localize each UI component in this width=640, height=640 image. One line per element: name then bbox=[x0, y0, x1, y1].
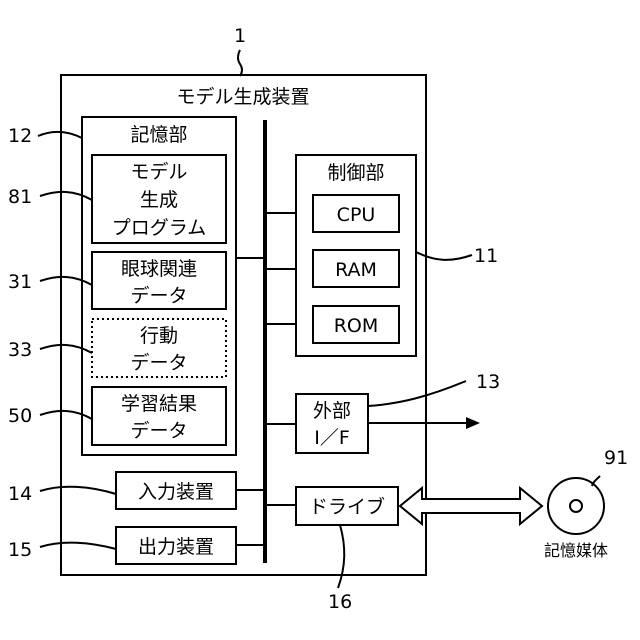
storage-medium-ref-number: 91 bbox=[604, 447, 628, 469]
rom-label: ROM bbox=[334, 315, 379, 337]
drive-medium-double-arrow bbox=[400, 488, 542, 524]
model-program-line-3: プログラム bbox=[112, 217, 206, 239]
drive-label: ドライブ bbox=[309, 495, 385, 518]
input-device-label: 入力装置 bbox=[138, 481, 214, 503]
external-if-line-1: 外部 bbox=[313, 400, 351, 422]
storage-title: 記憶部 bbox=[130, 124, 187, 146]
device-title: モデル生成装置 bbox=[176, 86, 309, 108]
eyeball-data-line-2: データ bbox=[130, 285, 187, 307]
model-program-line-1: モデル bbox=[130, 161, 187, 183]
learning-result-line-2: データ bbox=[130, 420, 187, 442]
ram-label: RAM bbox=[335, 259, 377, 281]
external-if-arrowhead bbox=[466, 417, 480, 429]
cpu-label: CPU bbox=[337, 204, 376, 226]
device-ref-number: 1 bbox=[234, 25, 246, 47]
output-device-ref-number: 15 bbox=[8, 539, 32, 561]
output-device-label: 出力装置 bbox=[138, 536, 214, 558]
behavior-data-line-2: データ bbox=[130, 352, 187, 374]
external-if-line-2: I／F bbox=[314, 427, 350, 449]
external-if-ref-number: 13 bbox=[476, 371, 500, 393]
control-ref-number: 11 bbox=[474, 245, 498, 267]
behavior-data-line-1: 行動 bbox=[140, 325, 178, 347]
eyeball-data-line-1: 眼球関連 bbox=[121, 258, 197, 280]
control-title: 制御部 bbox=[327, 162, 384, 184]
behavior-data-ref-number: 33 bbox=[8, 339, 32, 361]
storage-ref-number: 12 bbox=[8, 125, 32, 147]
storage-medium-leader bbox=[592, 476, 600, 486]
model-program-ref-number: 81 bbox=[8, 186, 32, 208]
storage-medium-label: 記憶媒体 bbox=[544, 541, 608, 560]
storage-medium-hole-icon bbox=[570, 500, 582, 512]
device-leader bbox=[238, 50, 242, 76]
eyeball-data-ref-number: 31 bbox=[8, 271, 32, 293]
drive-ref-number: 16 bbox=[328, 591, 352, 613]
input-device-ref-number: 14 bbox=[8, 483, 32, 505]
learning-result-ref-number: 50 bbox=[8, 405, 32, 427]
learning-result-line-1: 学習結果 bbox=[121, 393, 197, 415]
model-program-line-2: 生成 bbox=[140, 189, 178, 211]
